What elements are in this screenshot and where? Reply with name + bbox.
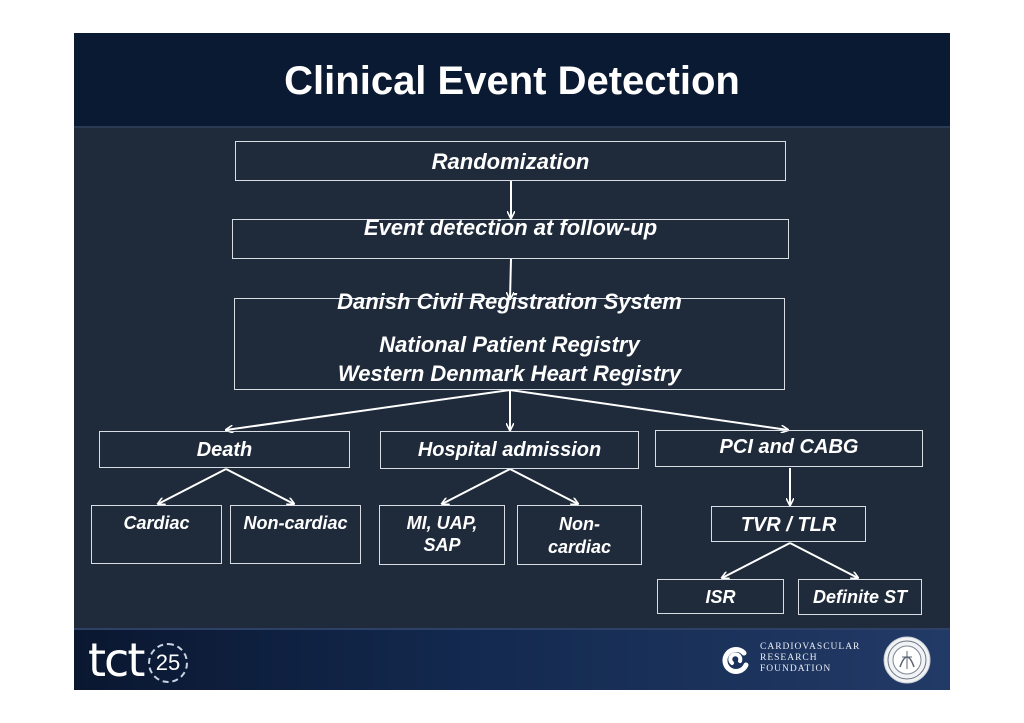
isr-box: ISR [657, 579, 784, 614]
cardiac-death-label: Cardiac [123, 513, 190, 533]
non-cardiac-death-label: Non-cardiac [243, 513, 348, 533]
sap-label: SAP [423, 535, 461, 555]
mi-uap-label: MI, UAP, [406, 513, 478, 533]
definite-st-label: Definite ST [812, 587, 907, 607]
mi-uap-sap-box: MI, UAP, SAP [379, 505, 505, 565]
crf-logo-icon [722, 647, 749, 674]
tct-logo-number: 25 [155, 650, 181, 675]
non-cardiac-admission-label-2: cardiac [547, 537, 612, 557]
university-seal-icon [883, 636, 931, 684]
registry-danish-civil: Danish Civil Registration System [337, 289, 682, 314]
non-cardiac-admission-label-1: Non- [559, 514, 600, 534]
crf-line-2: RESEARCH [760, 653, 818, 663]
death-label: Death [196, 439, 253, 461]
cardiac-death-box: Cardiac [91, 505, 222, 564]
pci-cabg-box: PCI and CABG [655, 430, 923, 467]
non-cardiac-admission-box: Non- cardiac [517, 505, 642, 565]
slide-title: Clinical Event Detection [284, 59, 740, 103]
randomization-label: Randomization [431, 149, 590, 174]
tct-logo-circle [148, 643, 188, 683]
footer-bar: tct 25 CARDIOVASCULAR RESEARCH FOUNDATIO… [74, 628, 950, 690]
hospital-admission-label: Hospital admission [417, 439, 602, 461]
tvr-tlr-box: TVR / TLR [711, 506, 866, 542]
crf-line-1: CARDIOVASCULAR [760, 642, 861, 652]
non-cardiac-death-box: Non-cardiac [230, 505, 361, 564]
hospital-admission-box: Hospital admission [380, 431, 639, 469]
randomization-box: Randomization [235, 141, 786, 181]
title-bar: Clinical Event Detection [74, 33, 950, 128]
event-detection-box: Event detection at follow-up [232, 215, 789, 259]
crf-line-3: FOUNDATION [760, 664, 832, 674]
death-box: Death [99, 431, 350, 468]
crf-logo-text: CARDIOVASCULAR RESEARCH FOUNDATION [760, 642, 880, 675]
registry-western-denmark: Western Denmark Heart Registry [337, 361, 682, 386]
event-detection-label: Event detection at follow-up [363, 215, 658, 240]
definite-st-box: Definite ST [798, 579, 922, 615]
slide: Clinical Event Detection Randomization [74, 33, 950, 690]
isr-label: ISR [705, 587, 736, 607]
registry-national-patient: National Patient Registry [379, 332, 640, 357]
registries-box: Danish Civil Registration System Nationa… [234, 290, 785, 390]
pci-cabg-label: PCI and CABG [719, 436, 859, 458]
tct-logo-text: tct [88, 633, 145, 687]
tvr-tlr-label: TVR / TLR [740, 514, 837, 536]
